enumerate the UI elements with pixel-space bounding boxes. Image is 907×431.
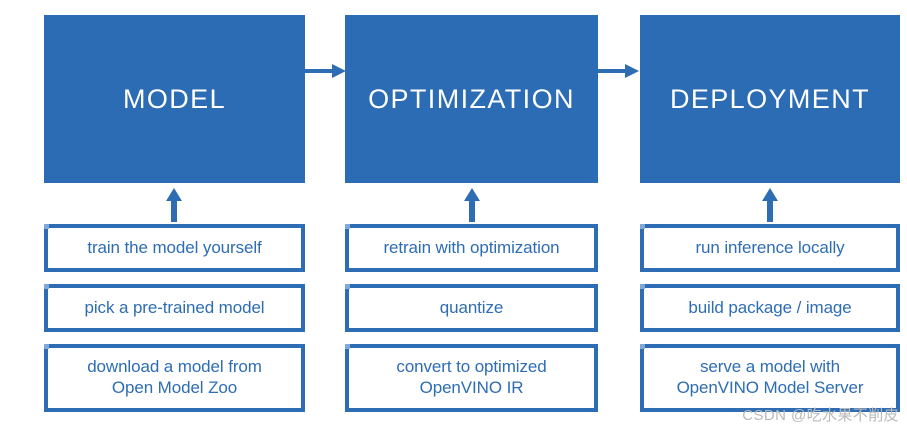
option-box-deployment-3[interactable]: serve a model with OpenVINO Model Server [640,344,900,412]
option-label: serve a model with OpenVINO Model Server [676,357,864,397]
arrow-up-icon [166,188,182,222]
stage-label-deployment: DEPLOYMENT [669,83,871,114]
arrow-up-icon [762,188,778,222]
option-box-model-1[interactable]: train the model yourself [44,224,305,272]
option-label: retrain with optimization [383,237,560,257]
option-label: run inference locally [695,237,845,257]
arrow-right-icon [597,64,639,78]
arrow-right-icon [304,64,346,78]
option-box-deployment-2[interactable]: build package / image [640,284,900,332]
option-label: convert to optimized OpenVINO IR [396,357,547,397]
option-box-optimization-1[interactable]: retrain with optimization [345,224,598,272]
option-label: download a model from Open Model Zoo [87,357,262,397]
option-box-deployment-1[interactable]: run inference locally [640,224,900,272]
arrow-up-icon [464,188,480,222]
option-box-optimization-2[interactable]: quantize [345,284,598,332]
option-label: pick a pre-trained model [84,297,265,317]
option-box-model-3[interactable]: download a model from Open Model Zoo [44,344,305,412]
stage-label-model: MODEL [122,83,227,114]
option-label: build package / image [688,297,852,317]
stage-block-optimization: OPTIMIZATION [345,15,598,183]
stage-block-deployment: DEPLOYMENT [640,15,900,183]
option-label: train the model yourself [87,237,262,257]
option-box-model-2[interactable]: pick a pre-trained model [44,284,305,332]
option-label: quantize [439,297,504,317]
stage-block-model: MODEL [44,15,305,183]
stage-label-optimization: OPTIMIZATION [368,83,575,114]
option-box-optimization-3[interactable]: convert to optimized OpenVINO IR [345,344,598,412]
